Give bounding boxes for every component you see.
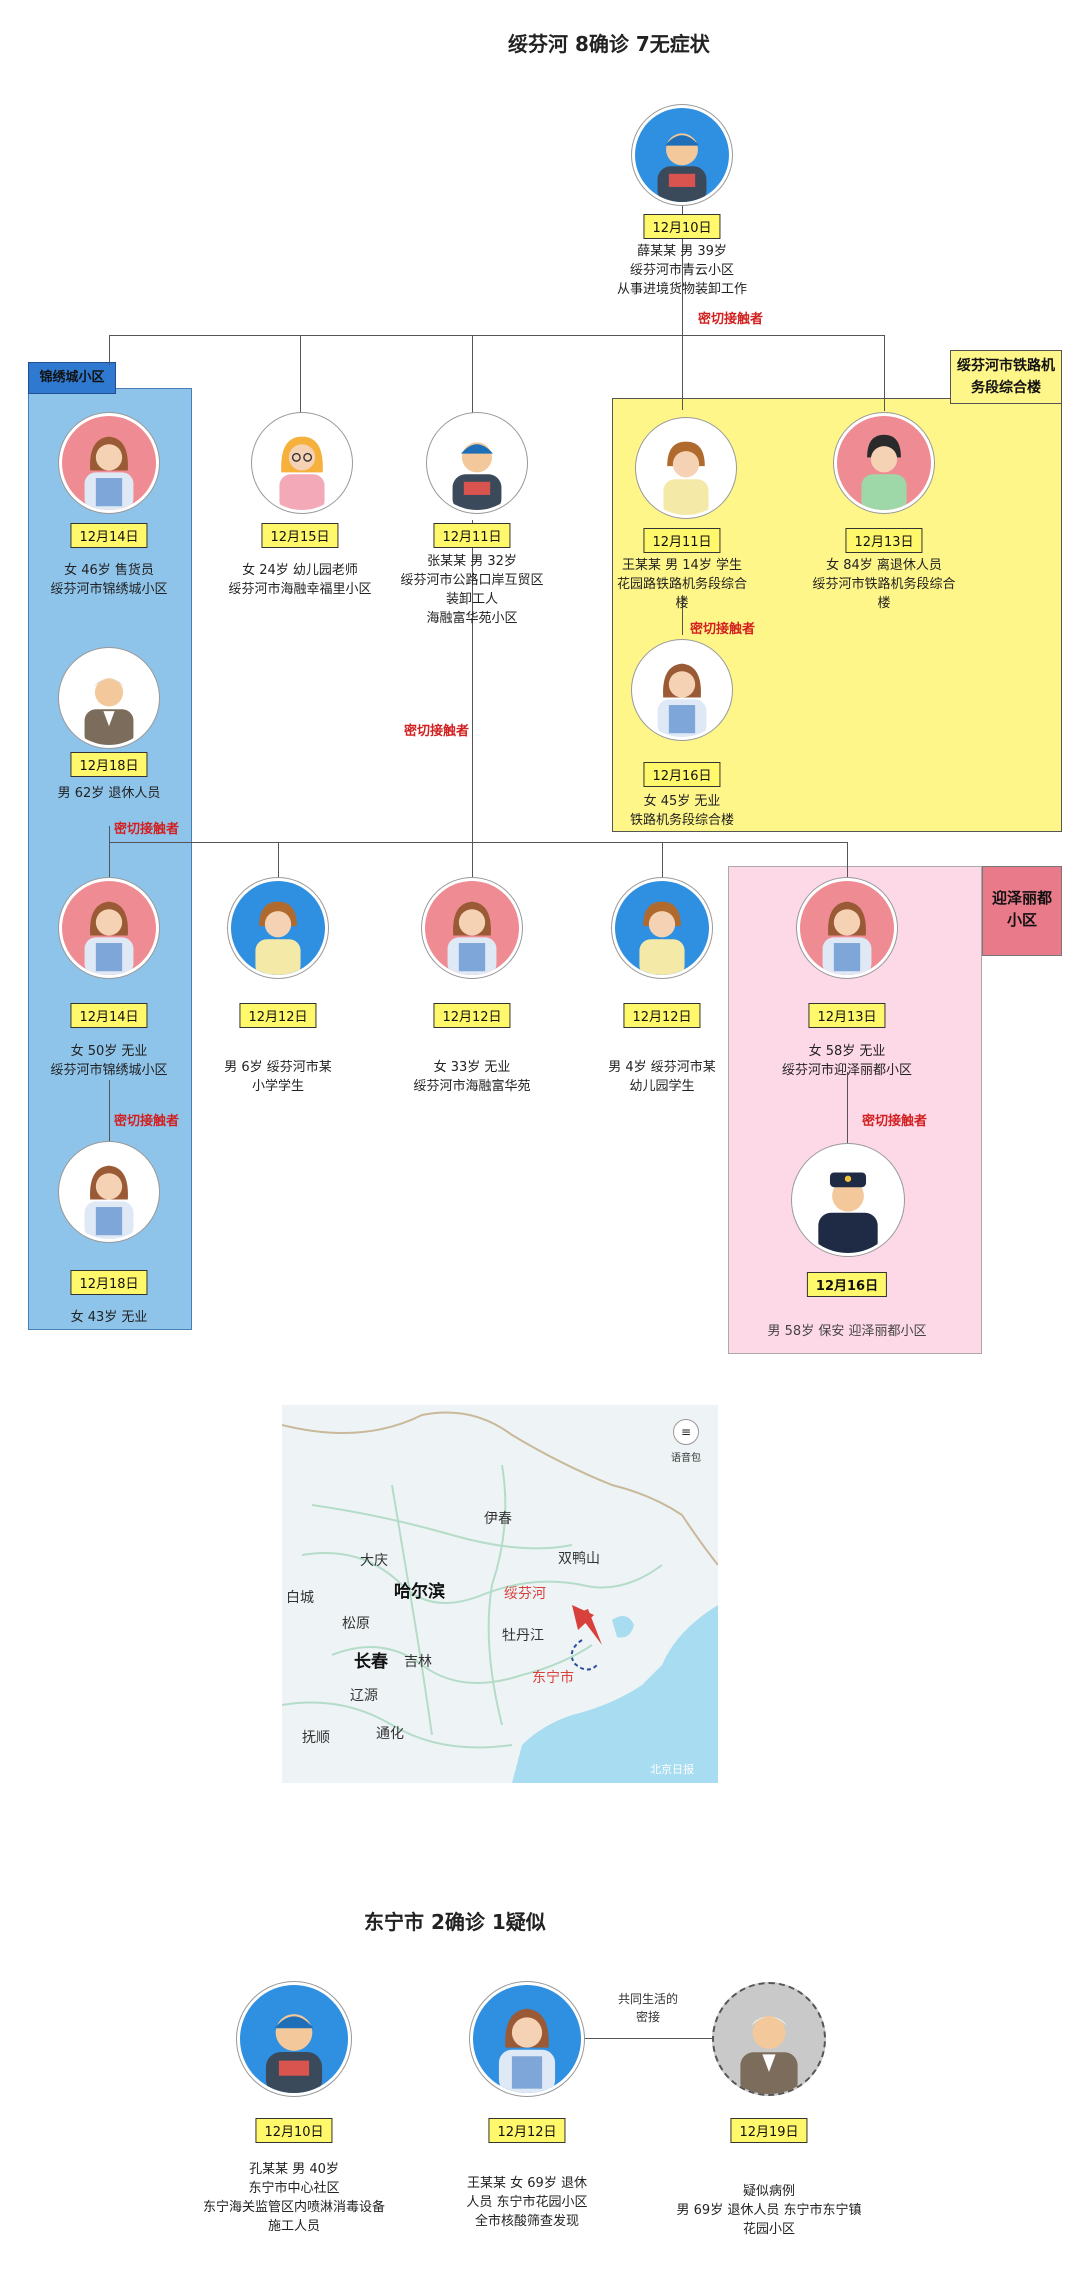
desc-69m: 疑似病例男 69岁 退休人员 东宁市东宁镇花园小区 — [676, 2184, 862, 2237]
city-yichun: 伊春 — [484, 1511, 512, 1527]
contact-label-58: 密切接触者 — [862, 1114, 928, 1129]
worker-avatar-32 — [427, 413, 527, 513]
city-suifenhe: 绥芬河 — [504, 1586, 546, 1602]
date-24: 12月15日 — [261, 523, 339, 548]
desc-4: 男 4岁 绥芬河市某幼儿园学生 — [608, 1060, 716, 1094]
woman-avatar-43 — [59, 1142, 159, 1242]
desc-50: 女 50岁 无业绥芬河市锦绣城小区 — [50, 1044, 168, 1078]
desc-32: 张某某 男 32岁绥芬河市公路口岸互贸区装卸工人海融富华苑小区 — [400, 554, 544, 626]
contact-label-62: 密切接触者 — [114, 822, 180, 837]
date-45: 12月16日 — [643, 762, 721, 787]
date-33: 12月12日 — [433, 1003, 511, 1028]
contact-label-50: 密切接触者 — [114, 1114, 180, 1129]
city-liaoyuan: 辽源 — [350, 1688, 378, 1704]
woman-avatar-69 — [470, 1982, 584, 2096]
city-dongning: 东宁市 — [532, 1670, 574, 1686]
map-watermark: 北京日报 — [650, 1763, 694, 1776]
city-shuangyashan: 双鸭山 — [558, 1551, 600, 1567]
date-4: 12月12日 — [623, 1003, 701, 1028]
worker-avatar-root — [632, 105, 732, 205]
contact-label-wang: 密切接触者 — [690, 622, 756, 637]
contact-label-zhang: 密切接触者 — [404, 724, 470, 739]
city-changchun: 长春 — [354, 1652, 388, 1672]
elder-man-avatar-62 — [59, 648, 159, 748]
date-40: 12月10日 — [255, 2118, 333, 2143]
desc-24: 女 24岁 幼儿园老师绥芬河市海融幸福里小区 — [228, 563, 372, 597]
desc-62: 男 62岁 退休人员 — [57, 786, 161, 801]
yingze-region-label: 迎泽丽都小区 — [982, 866, 1062, 956]
date-58m: 12月16日 — [806, 1272, 888, 1297]
city-tonghua: 通化 — [376, 1726, 404, 1742]
student-avatar-14 — [636, 418, 736, 518]
desc-69f: 王某某 女 69岁 退休人员 东宁市花园小区全市核酸筛查发现 — [466, 2176, 588, 2229]
desc-84: 女 84岁 离退休人员绥芬河市铁路机务段综合楼 — [812, 558, 956, 611]
worker-avatar-40 — [237, 1982, 351, 2096]
desc-33: 女 33岁 无业绥芬河市海融富华苑 — [413, 1060, 531, 1094]
desc-40: 孔某某 男 40岁东宁市中心社区东宁海关监管区内喷淋消毒设备施工人员 — [202, 2162, 385, 2234]
desc-root: 薛某某 男 39岁绥芬河市青云小区从事进境货物装卸工作 — [616, 244, 747, 297]
elder-woman-avatar-84 — [834, 413, 934, 513]
map: ≡ 语音包 伊春 双鸭山 大庆 哈尔滨 绥芬河 松原 牡丹江 长春 吉林 东宁市… — [282, 1405, 718, 1783]
city-fushun: 抚顺 — [302, 1730, 330, 1746]
jinxiu-region-label: 锦绣城小区 — [28, 362, 116, 394]
woman-avatar-58 — [797, 878, 897, 978]
desc-43: 女 43岁 无业 — [70, 1310, 148, 1325]
boy-avatar-6 — [228, 878, 328, 978]
date-32: 12月11日 — [433, 523, 511, 548]
desc-46: 女 46岁 售货员绥芬河市锦绣城小区 — [50, 563, 168, 597]
dongning-title: 东宁市 2确诊 1疑似 — [364, 1910, 546, 1934]
woman-avatar-45 — [632, 640, 732, 740]
desc-14: 王某某 男 14岁 学生花园路铁路机务段综合楼 — [616, 558, 747, 611]
desc-58f: 女 58岁 无业绥芬河市迎泽丽都小区 — [781, 1044, 912, 1078]
woman-avatar-33 — [422, 878, 522, 978]
desc-6: 男 6岁 绥芬河市某小学学生 — [224, 1060, 332, 1094]
voice-icon: ≡ — [673, 1419, 699, 1445]
teacher-avatar-24 — [252, 413, 352, 513]
woman-avatar-50 — [59, 878, 159, 978]
date-58f: 12月13日 — [808, 1003, 886, 1028]
voice-pack-button[interactable]: ≡ 语音包 — [666, 1419, 706, 1464]
date-62: 12月18日 — [70, 752, 148, 777]
desc-58m: 男 58岁 保安 迎泽丽都小区 — [767, 1324, 927, 1339]
shared-contact-label: 共同生活的密接 — [617, 1992, 678, 2024]
date-14: 12月11日 — [643, 528, 721, 553]
suifenhe-title: 绥芬河 8确诊 7无症状 — [508, 32, 710, 56]
date-50: 12月14日 — [70, 1003, 148, 1028]
city-harbin: 哈尔滨 — [394, 1582, 445, 1602]
city-songyuan: 松原 — [342, 1616, 370, 1632]
city-daqing: 大庆 — [360, 1553, 388, 1569]
suspected-man-avatar-69 — [712, 1982, 826, 2096]
date-43: 12月18日 — [70, 1270, 148, 1295]
city-baicheng: 白城 — [286, 1590, 314, 1606]
boy-avatar-4 — [612, 878, 712, 978]
contact-label-root: 密切接触者 — [698, 312, 764, 327]
date-69m: 12月19日 — [730, 2118, 808, 2143]
date-69f: 12月12日 — [488, 2118, 566, 2143]
date-root: 12月10日 — [643, 214, 721, 239]
railway-region-label: 绥芬河市铁路机务段综合楼 — [950, 350, 1062, 404]
city-jilin: 吉林 — [404, 1654, 432, 1670]
desc-45: 女 45岁 无业铁路机务段综合楼 — [629, 794, 734, 828]
date-84: 12月13日 — [845, 528, 923, 553]
date-46: 12月14日 — [70, 523, 148, 548]
date-6: 12月12日 — [239, 1003, 317, 1028]
police-avatar-58 — [792, 1144, 904, 1256]
city-mudanjiang: 牡丹江 — [502, 1628, 544, 1644]
woman-avatar-46 — [59, 413, 159, 513]
